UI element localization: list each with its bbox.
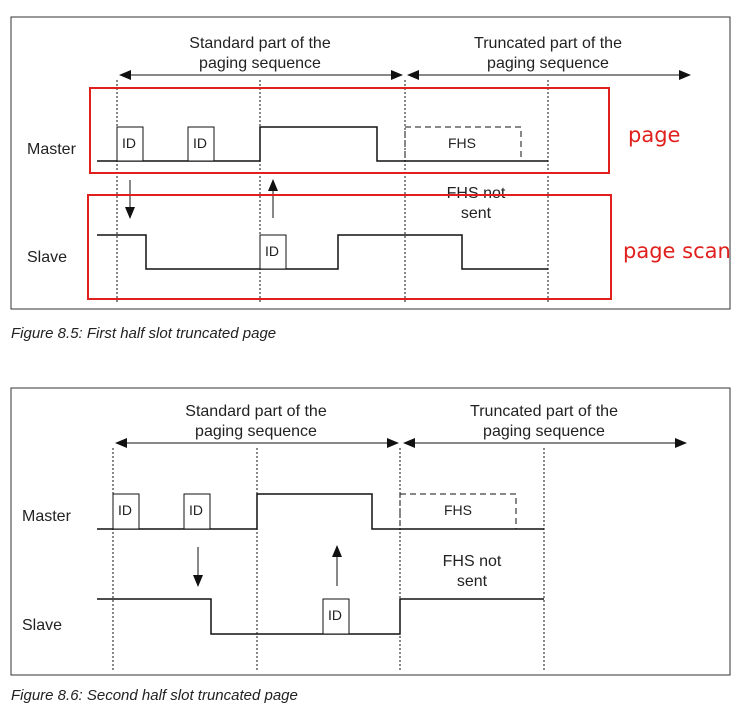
master-id-packet-2 [183,493,211,530]
truncated-part-label: Truncated part of the [470,403,618,420]
page-annotation: page [628,123,680,147]
slave-signal [97,598,544,635]
truncated-part-label: Truncated part of the [474,35,622,52]
figure-caption: Figure 8.6: Second half slot truncated p… [11,687,298,704]
standard-part-label: Standard part of the [189,35,331,52]
slave-label: Slave [22,617,62,634]
master-id-packet-2 [187,126,215,162]
figure-frame [10,387,731,676]
slave-id-label: ID [265,243,279,259]
master-signal [97,126,548,162]
page-scan-annotation: page scan [623,239,731,263]
truncated-part-label-line2: paging sequence [487,55,609,72]
master-id-label-1: ID [118,502,132,518]
master-signal [97,493,544,530]
fhs-label: FHS [448,135,476,151]
timing-guides [112,448,545,672]
figure-caption: Figure 8.5: First half slot truncated pa… [11,325,276,342]
fhs-packet-dashed [404,126,522,162]
master-label: Master [22,508,72,525]
master-id-label-2: ID [189,502,203,518]
master-id-label-1: ID [122,135,136,151]
standard-part-label-line2: paging sequence [199,55,321,72]
slave-id-label: ID [328,607,342,623]
master-id-label-2: ID [193,135,207,151]
slave-signal [97,234,548,270]
slave-label: Slave [27,249,67,266]
page-highlight-box [89,87,610,174]
fhs-not-sent-label-line2: sent [457,573,488,590]
page-scan-highlight-box [87,194,612,300]
fhs-not-sent-label: FHS not [443,553,502,570]
standard-part-label-line2: paging sequence [195,423,317,440]
standard-part-label: Standard part of the [185,403,327,420]
master-label: Master [27,141,77,158]
truncated-part-label-line2: paging sequence [483,423,605,440]
fhs-not-sent-label: FHS not [447,185,506,202]
fhs-not-sent-label-line2: sent [461,205,492,222]
fhs-label: FHS [444,502,472,518]
slave-id-packet [259,234,287,270]
fhs-packet-dashed [399,493,517,530]
master-id-packet-1 [116,126,144,162]
slave-id-packet [322,598,350,635]
figure-frame [10,16,731,310]
figure-8-5: Standard part of the paging sequence Tru… [10,16,731,342]
figure-8-6: Standard part of the paging sequence Tru… [10,387,731,704]
timing-guides [116,80,549,304]
master-id-packet-1 [112,493,140,530]
